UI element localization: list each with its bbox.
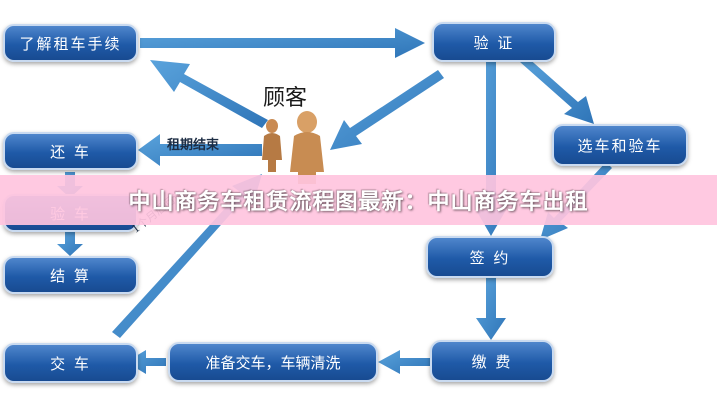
customer-label: 顾客 bbox=[263, 86, 308, 111]
node-sign: 签 约 bbox=[426, 236, 554, 278]
node-prepare: 准备交车，车辆清洗 bbox=[168, 342, 378, 382]
node-procedures: 了解租车手续 bbox=[3, 24, 138, 62]
arrow-verify-to-sign bbox=[476, 62, 506, 236]
arrow-verify-to-customer bbox=[330, 70, 444, 150]
arrow-procedures-to-verify bbox=[140, 28, 425, 58]
node-pay: 缴 费 bbox=[430, 340, 554, 382]
banner-title: 中山商务车租赁流程图最新：中山商务车出租 bbox=[128, 190, 589, 215]
arrow-verify-to-select bbox=[520, 56, 594, 124]
arrow-inspect-to-settle bbox=[57, 232, 83, 256]
arrow-lease-end-to-return bbox=[138, 134, 262, 166]
node-select-car: 选车和验车 bbox=[552, 124, 688, 166]
node-settle: 结 算 bbox=[3, 256, 138, 294]
title-banner: 中山商务车租赁流程图最新：中山商务车出租 bbox=[0, 175, 717, 225]
node-verify: 验 证 bbox=[432, 22, 556, 62]
arrow-customer-to-procedures bbox=[150, 60, 268, 128]
node-deliver: 交 车 bbox=[3, 343, 138, 383]
node-return-car: 还 车 bbox=[3, 132, 138, 170]
lease-end-label: 租期结束 bbox=[167, 138, 220, 153]
arrow-pay-to-prepare bbox=[378, 350, 430, 374]
arrow-sign-to-pay bbox=[476, 278, 506, 340]
customer-figures bbox=[262, 111, 324, 184]
